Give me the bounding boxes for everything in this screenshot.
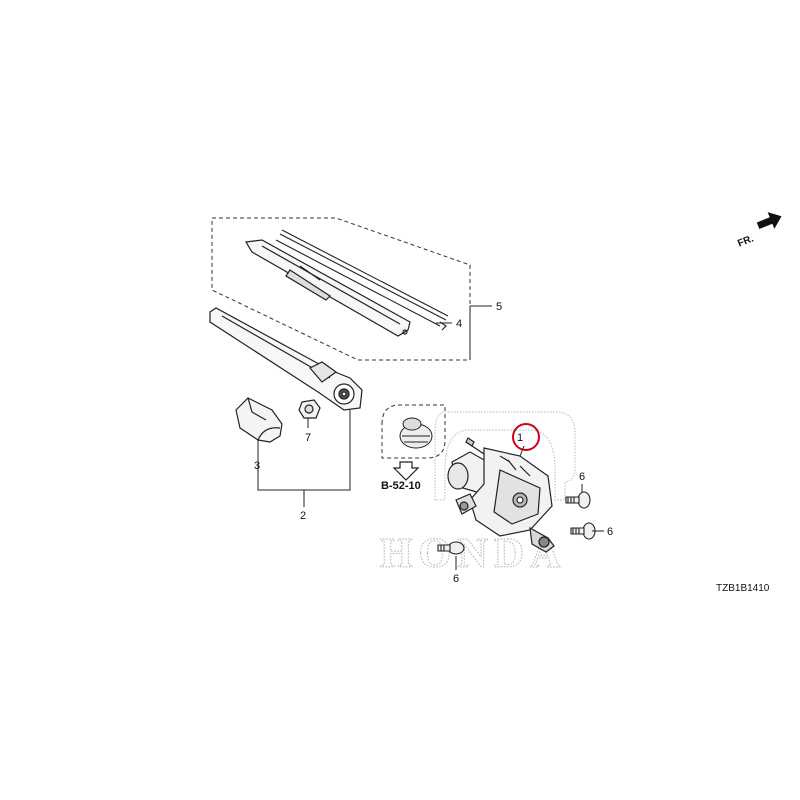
wiper-arm bbox=[209, 307, 363, 411]
reference-arrow-icon bbox=[392, 461, 420, 481]
callout-part-3: 3 bbox=[254, 460, 260, 472]
wiper-motor bbox=[447, 437, 555, 553]
wiper-rubber-strip bbox=[275, 229, 449, 331]
mounting-bolt bbox=[565, 491, 591, 509]
front-direction-indicator: FR. bbox=[736, 212, 782, 250]
highlight-circle bbox=[512, 423, 540, 451]
wiper-arm-cap bbox=[235, 397, 283, 443]
grommet-part bbox=[399, 417, 433, 449]
callout-part-6-upper: 6 bbox=[579, 471, 585, 483]
callout-part-5: 5 bbox=[496, 301, 502, 313]
callout-part-7: 7 bbox=[305, 432, 311, 444]
callout-part-4: 4 bbox=[456, 318, 462, 330]
mounting-bolt bbox=[437, 541, 465, 555]
front-direction-label: FR. bbox=[736, 233, 755, 249]
callout-part-2: 2 bbox=[300, 510, 306, 522]
flange-nut bbox=[298, 399, 321, 419]
leader-lines bbox=[257, 305, 604, 570]
reference-inset: B-52-10 bbox=[381, 404, 446, 492]
wiper-blade bbox=[245, 239, 411, 337]
arrow-right-icon bbox=[756, 212, 782, 230]
callout-part-6-right: 6 bbox=[607, 526, 613, 538]
reference-page-label: B-52-10 bbox=[381, 480, 421, 492]
callout-part-6-lower: 6 bbox=[453, 573, 459, 585]
callout-part-1: 1 bbox=[517, 432, 523, 444]
diagram-code: TZB1B1410 bbox=[716, 583, 770, 594]
mounting-bolt bbox=[570, 522, 596, 540]
